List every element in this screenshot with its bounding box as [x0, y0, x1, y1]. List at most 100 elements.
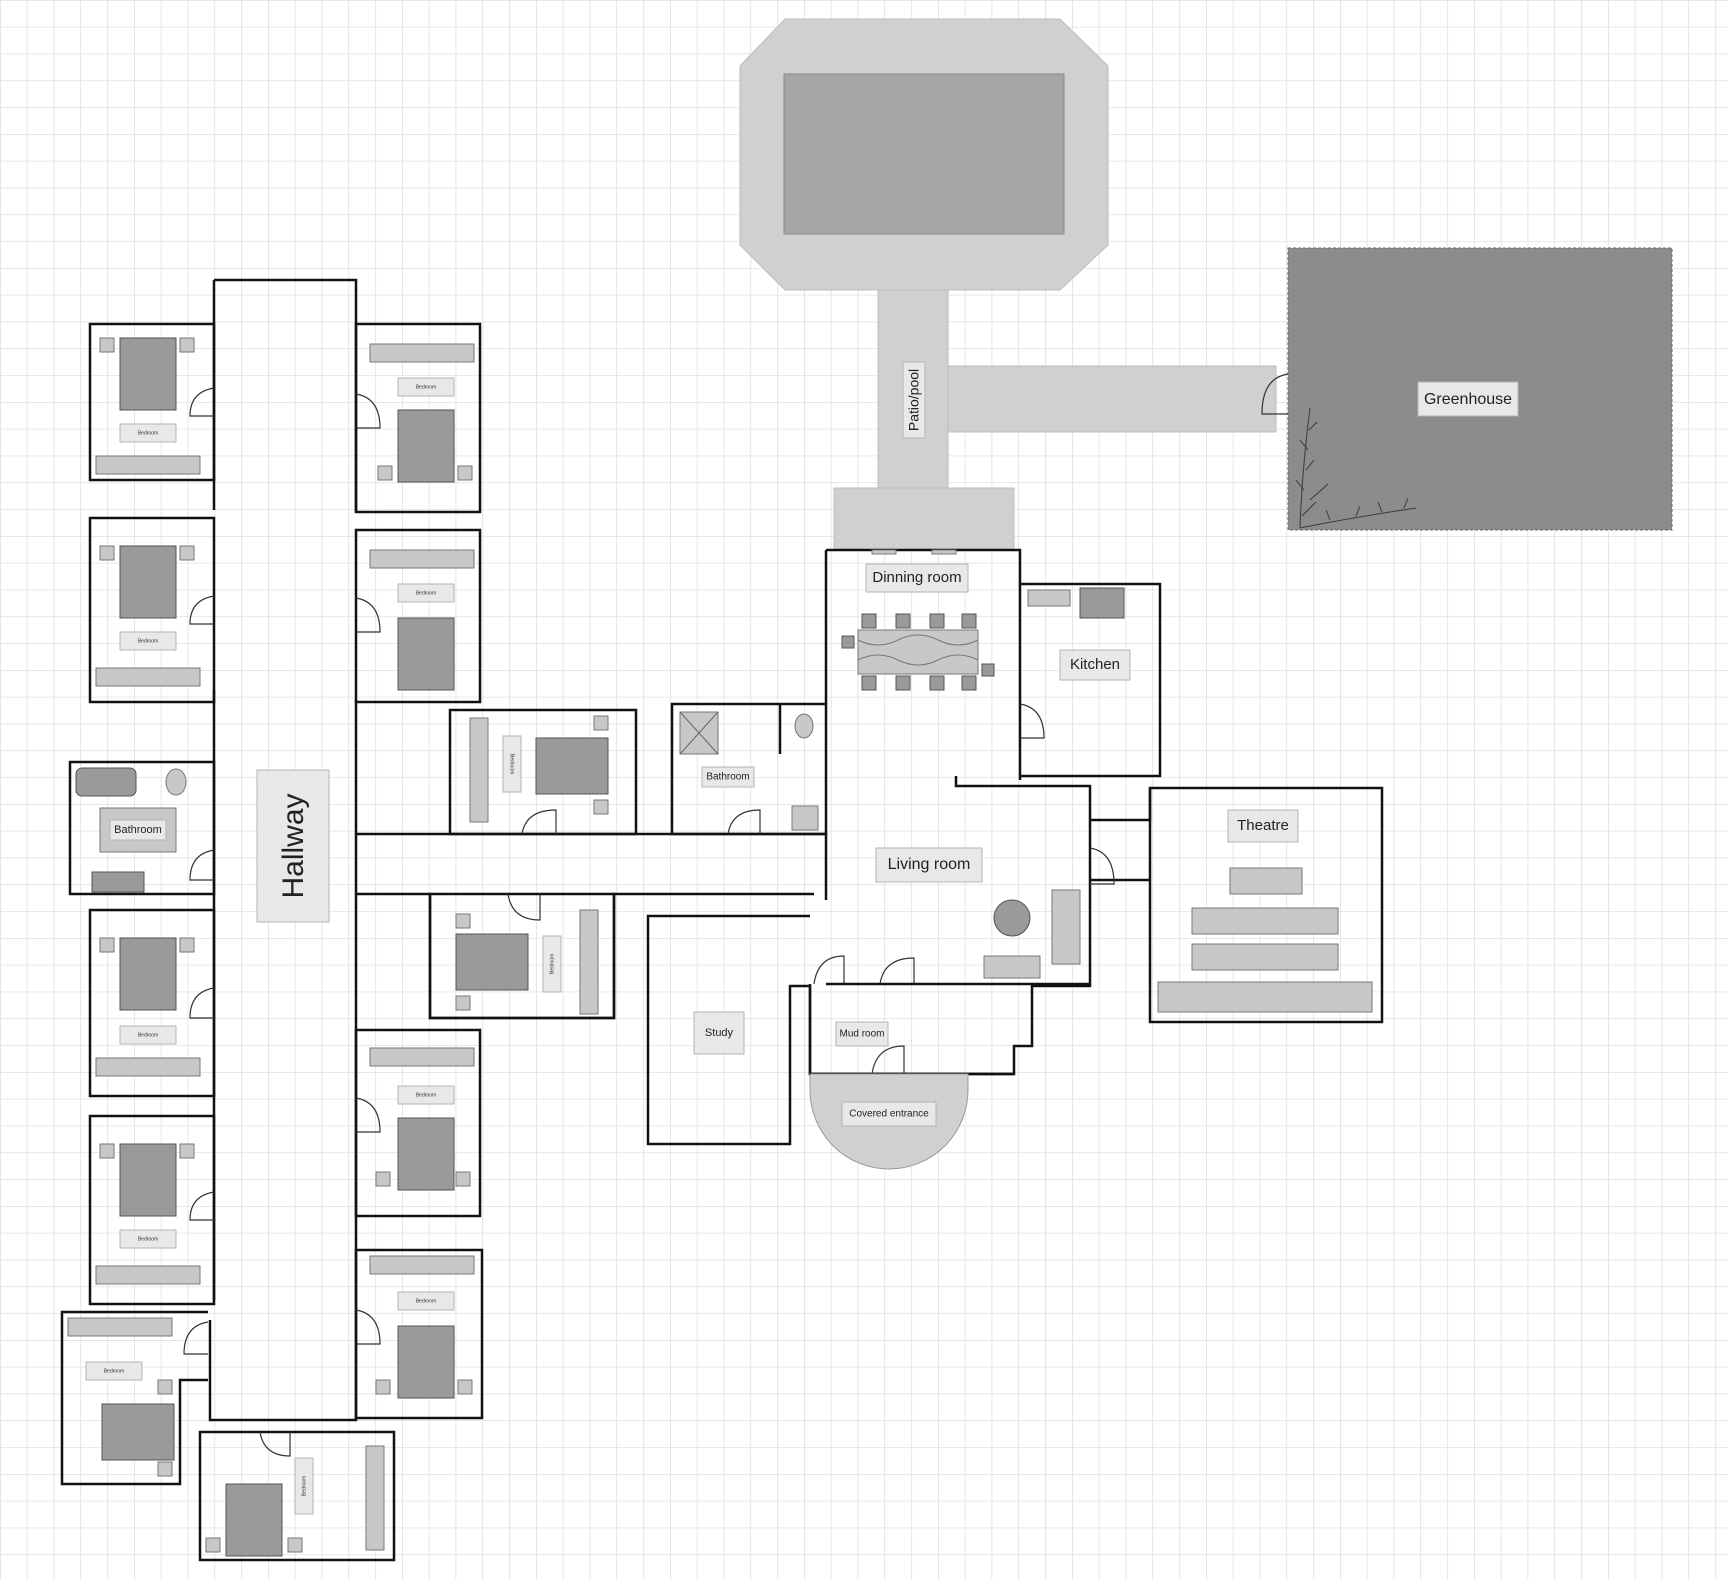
sofa-icon: [1157, 867, 1373, 1013]
svg-text:Bedroom: Bedroom: [549, 954, 555, 974]
svg-text:Hallway: Hallway: [277, 793, 310, 898]
bedroom-suite-left-2[interactable]: Bedroom: [88, 516, 216, 704]
bedroom-suite-left-1[interactable]: Bedroom: [88, 322, 216, 482]
svg-text:Bedroom: Bedroom: [416, 1092, 436, 1098]
study-label: Study: [693, 1011, 745, 1055]
toilet-icon: [165, 768, 187, 796]
study-room[interactable]: Study: [646, 914, 810, 1146]
bedroom-suite-middle-2[interactable]: Bedroom: [428, 892, 616, 1020]
bedroom-suite-left-3[interactable]: Bedroom: [88, 908, 216, 1098]
sink-icon: [91, 871, 145, 893]
theatre-room[interactable]: Theatre: [1148, 786, 1384, 1024]
svg-text:Bedroom: Bedroom: [138, 1032, 158, 1038]
bed-icon: [119, 337, 177, 411]
kitchen-room[interactable]: Kitchen: [1019, 582, 1162, 778]
greenhouse-walkway: [947, 365, 1277, 433]
dining-room-label: Dinning room: [865, 563, 969, 593]
svg-text:Bedroom: Bedroom: [416, 1298, 436, 1304]
bedroom-tag: Bedroom: [119, 1229, 177, 1249]
plant-icon: [1295, 407, 1417, 529]
svg-text:Greenhouse: Greenhouse: [1424, 391, 1512, 408]
bedroom-tag: Bedroom: [397, 583, 455, 603]
svg-text:Theatre: Theatre: [1237, 817, 1289, 834]
patio-pool-label: Patio/pool: [902, 361, 926, 439]
greenhouse-room[interactable]: Greenhouse: [1261, 247, 1673, 531]
bedroom-suite-right-4[interactable]: Bedroom: [354, 1248, 484, 1420]
svg-text:Bathroom: Bathroom: [706, 772, 749, 783]
bed-icon: [101, 1403, 175, 1461]
dining-room[interactable]: Dinning room: [824, 548, 1022, 780]
greenhouse-label: Greenhouse: [1417, 381, 1519, 417]
bed-icon: [225, 1483, 283, 1557]
bedroom-suite-right-2[interactable]: Bedroom: [354, 528, 482, 704]
svg-text:Bathroom: Bathroom: [114, 824, 162, 836]
svg-text:Bedroom: Bedroom: [104, 1368, 124, 1374]
bedroom-tag: Bedroom: [542, 935, 562, 993]
svg-text:Covered entrance: Covered entrance: [849, 1109, 929, 1120]
bedroom-tag: Bedroom: [119, 631, 177, 651]
hallway-room[interactable]: Hallway: [208, 278, 358, 1422]
svg-text:Bedroom: Bedroom: [138, 638, 158, 644]
bedroom-tag: Bedroom: [294, 1457, 314, 1515]
hallway-label: Hallway: [256, 769, 330, 923]
kitchen-label: Kitchen: [1059, 649, 1131, 681]
bed-icon: [397, 409, 455, 483]
bathroom-left[interactable]: Bathroom: [68, 760, 216, 896]
living-room[interactable]: Living room: [808, 776, 1152, 1076]
greenhouse-door: [1261, 373, 1289, 415]
svg-text:Kitchen: Kitchen: [1070, 656, 1120, 673]
bed-icon: [119, 1143, 177, 1217]
plant-icon: [993, 899, 1031, 937]
svg-text:Mud room: Mud room: [839, 1029, 884, 1040]
theatre-label: Theatre: [1227, 809, 1299, 843]
bedroom-tag: Bedroom: [397, 377, 455, 397]
svg-text:Bedroom: Bedroom: [138, 430, 158, 436]
pool: [783, 73, 1065, 235]
bedroom-suite-right-3[interactable]: Bedroom: [354, 1028, 482, 1218]
svg-text:Living room: Living room: [888, 856, 971, 873]
bed-icon: [535, 737, 609, 795]
bedroom-suite-left-5[interactable]: Bedroom: [60, 1310, 209, 1486]
svg-text:Patio/pool: Patio/pool: [906, 369, 922, 431]
svg-text:Bedroom: Bedroom: [509, 754, 515, 774]
mud-room-label: Mud room: [835, 1021, 889, 1047]
bed-icon: [397, 617, 455, 691]
bathtub-icon: [75, 767, 137, 797]
living-room-label: Living room: [875, 847, 983, 883]
hallway-walls: [208, 278, 358, 1422]
bathroom-left-label: Bathroom: [109, 819, 167, 841]
bedroom-tag: Bedroom: [397, 1085, 455, 1105]
svg-text:Bedroom: Bedroom: [416, 590, 436, 596]
bed-icon: [119, 545, 177, 619]
bedroom-suite-bottom[interactable]: Bedroom: [198, 1430, 396, 1562]
sink-icon: [791, 805, 819, 831]
svg-text:Bedroom: Bedroom: [301, 1476, 307, 1496]
bedroom-tag: Bedroom: [502, 735, 522, 793]
svg-text:Dinning room: Dinning room: [872, 569, 961, 586]
svg-text:Bedroom: Bedroom: [138, 1236, 158, 1242]
bathroom-central-label: Bathroom: [701, 766, 755, 788]
bedroom-tag: Bedroom: [119, 1025, 177, 1045]
sofa-icon: [1051, 889, 1081, 965]
bed-icon: [397, 1325, 455, 1399]
bedroom-suite-left-4[interactable]: Bedroom: [88, 1114, 216, 1306]
bedroom-tag: Bedroom: [397, 1291, 455, 1311]
bedroom-tag: Bedroom: [85, 1361, 143, 1381]
dining-table-icon: [841, 613, 995, 691]
covered-entrance-label: Covered entrance: [841, 1101, 937, 1127]
bedroom-suite-right-1[interactable]: Bedroom: [354, 322, 482, 514]
bathroom-central[interactable]: Bathroom: [670, 702, 828, 836]
bedroom-tag: Bedroom: [119, 423, 177, 443]
svg-text:Study: Study: [705, 1027, 734, 1039]
stove-icon: [1079, 587, 1125, 619]
bed-icon: [397, 1117, 455, 1191]
bed-icon: [119, 937, 177, 1011]
toilet-icon: [794, 713, 814, 739]
bedroom-suite-middle-1[interactable]: Bedroom: [448, 708, 638, 836]
covered-entrance[interactable]: Covered entrance: [809, 1073, 969, 1170]
patio-step: [833, 487, 1015, 551]
sofa-icon: [983, 955, 1041, 979]
svg-text:Bedroom: Bedroom: [416, 384, 436, 390]
bed-icon: [455, 933, 529, 991]
